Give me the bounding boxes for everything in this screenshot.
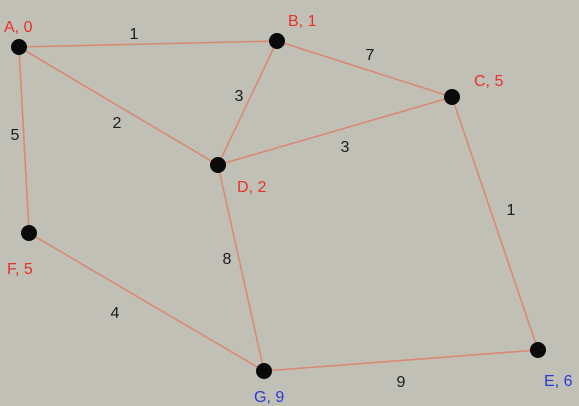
- edge-b-d: [217, 40, 278, 166]
- node-b: [269, 33, 285, 49]
- edge-a-b: [18, 40, 278, 48]
- edge-a-d: [18, 46, 219, 166]
- edge-weight-a-f: 5: [11, 127, 20, 144]
- node-label-f: F, 5: [7, 261, 33, 278]
- edge-weight-b-d: 3: [235, 88, 244, 105]
- node-e: [530, 342, 546, 358]
- edge-c-e: [451, 96, 539, 351]
- edge-weight-f-g: 4: [111, 305, 120, 322]
- node-label-d: D, 2: [237, 179, 266, 196]
- edge-weight-b-c: 7: [366, 47, 375, 64]
- edge-weight-c-e: 1: [507, 202, 516, 219]
- edges-layer: [18, 40, 539, 372]
- nodes-layer: [11, 33, 546, 379]
- edge-b-c: [276, 40, 453, 98]
- edge-f-g: [28, 232, 265, 372]
- node-label-c: C, 5: [474, 73, 503, 90]
- node-c: [444, 89, 460, 105]
- node-label-e: E, 6: [544, 373, 573, 390]
- edge-weight-d-c: 3: [341, 139, 350, 156]
- node-label-g: G, 9: [254, 389, 284, 406]
- edge-weight-d-g: 8: [223, 251, 232, 268]
- edge-weight-a-b: 1: [130, 26, 139, 43]
- labels-layer: 1 7 2 3 3 5 1 8 4 9 A, 0 B, 1 C, 5 D, 2 F, 5 G, 9 E, 6: [4, 13, 573, 406]
- node-f: [21, 225, 37, 241]
- edge-g-e: [263, 349, 539, 372]
- node-g: [256, 363, 272, 379]
- node-d: [210, 157, 226, 173]
- node-label-b: B, 1: [288, 13, 317, 30]
- edge-weight-a-d: 2: [113, 115, 122, 132]
- node-label-a: A, 0: [4, 19, 33, 36]
- node-a: [11, 39, 27, 55]
- edge-a-f: [18, 46, 30, 234]
- edge-d-g: [217, 164, 265, 372]
- edge-weight-g-e: 9: [397, 374, 406, 391]
- edge-d-c: [217, 96, 453, 166]
